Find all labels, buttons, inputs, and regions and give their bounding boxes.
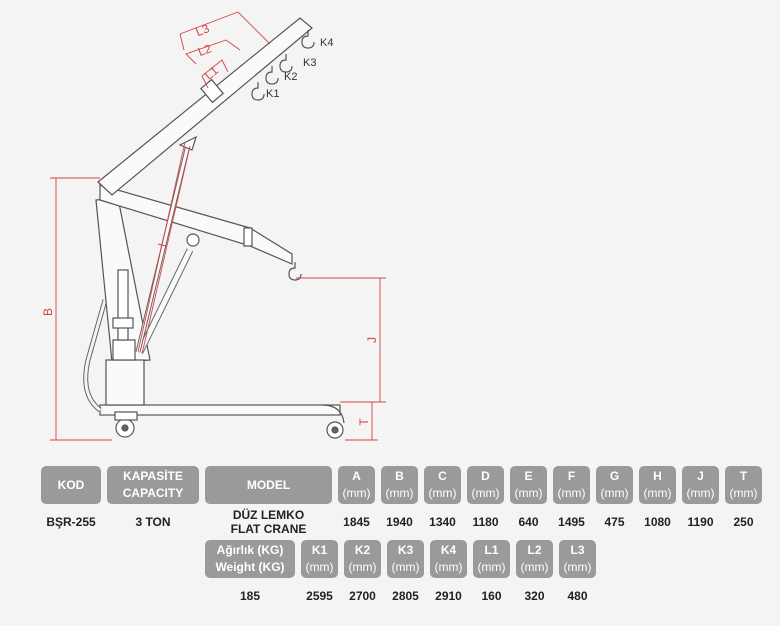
header-col-k2: K2(mm) xyxy=(344,540,381,578)
header-col-k3: K3(mm) xyxy=(387,540,424,578)
header-kod: KOD xyxy=(41,466,101,504)
header-kod-label: KOD xyxy=(57,477,85,492)
crane-technical-drawing: B J T I L1 L2 L3 K1 K2 K3 K4 xyxy=(41,11,386,441)
value-d: 1180 xyxy=(472,515,499,529)
header-model-label: MODEL xyxy=(246,477,291,492)
dimension-label-b: B xyxy=(41,308,55,316)
header-capacity-en: CAPACITY xyxy=(122,486,184,500)
header-model: MODEL xyxy=(205,466,332,504)
hook-label-k2: K2 xyxy=(284,71,297,83)
value-model-line2: FLAT CRANE xyxy=(230,522,307,536)
header-col-j: J(mm) xyxy=(682,466,719,504)
value-l3: 480 xyxy=(567,589,588,603)
dimension-label-l3: L3 xyxy=(194,21,212,39)
value-b: 1940 xyxy=(386,515,413,529)
header-col-l1: L1(mm) xyxy=(473,540,510,578)
hook-label-k4: K4 xyxy=(320,37,333,49)
hook-label-k3: K3 xyxy=(303,57,316,69)
header-col-a: A(mm) xyxy=(338,466,375,504)
header-col-k1: K1(mm) xyxy=(301,540,338,578)
value-model: DÜZ LEMKO FLAT CRANE xyxy=(205,508,332,536)
value-c: 1340 xyxy=(429,515,456,529)
header-capacity-tr: KAPASİTE xyxy=(123,469,183,483)
header-col-c: C(mm) xyxy=(424,466,461,504)
dimension-label-i: I xyxy=(155,242,169,248)
value-h: 1080 xyxy=(644,515,671,529)
header-col-t: T(mm) xyxy=(725,466,762,504)
value-k2: 2700 xyxy=(349,589,376,603)
header-weight-tr: Ağırlık (KG) xyxy=(216,543,284,557)
dimension-label-l2: L2 xyxy=(196,41,214,59)
dimension-label-t: T xyxy=(357,418,371,426)
header-col-d: D(mm) xyxy=(467,466,504,504)
header-col-l2: L2(mm) xyxy=(516,540,553,578)
value-k4: 2910 xyxy=(435,589,462,603)
header-col-h: H(mm) xyxy=(639,466,676,504)
value-g: 475 xyxy=(604,515,625,529)
dimension-label-l1: L1 xyxy=(202,63,221,83)
header-col-b: B(mm) xyxy=(381,466,418,504)
dimension-label-j: J xyxy=(365,337,379,343)
hook-label-k1: K1 xyxy=(266,88,279,100)
value-j: 1190 xyxy=(687,515,714,529)
value-a: 1845 xyxy=(343,515,370,529)
value-weight: 185 xyxy=(239,589,261,603)
value-f: 1495 xyxy=(558,515,585,529)
value-l2: 320 xyxy=(524,589,545,603)
header-col-g: G(mm) xyxy=(596,466,633,504)
value-k1: 2595 xyxy=(306,589,333,603)
value-capacity: 3 TON xyxy=(135,515,171,529)
value-kod: BŞR-255 xyxy=(46,515,96,529)
value-t: 250 xyxy=(733,515,754,529)
header-col-k4: K4(mm) xyxy=(430,540,467,578)
value-e: 640 xyxy=(518,515,539,529)
value-model-line1: DÜZ LEMKO xyxy=(232,508,305,522)
value-l1: 160 xyxy=(481,589,502,603)
header-weight-en: Weight (KG) xyxy=(215,560,285,574)
header-col-l3: L3(mm) xyxy=(559,540,596,578)
header-col-e: E(mm) xyxy=(510,466,547,504)
header-col-f: F(mm) xyxy=(553,466,590,504)
header-weight: Ağırlık (KG) Weight (KG) xyxy=(205,540,295,578)
header-capacity: KAPASİTE CAPACITY xyxy=(107,466,199,504)
value-k3: 2805 xyxy=(392,589,419,603)
